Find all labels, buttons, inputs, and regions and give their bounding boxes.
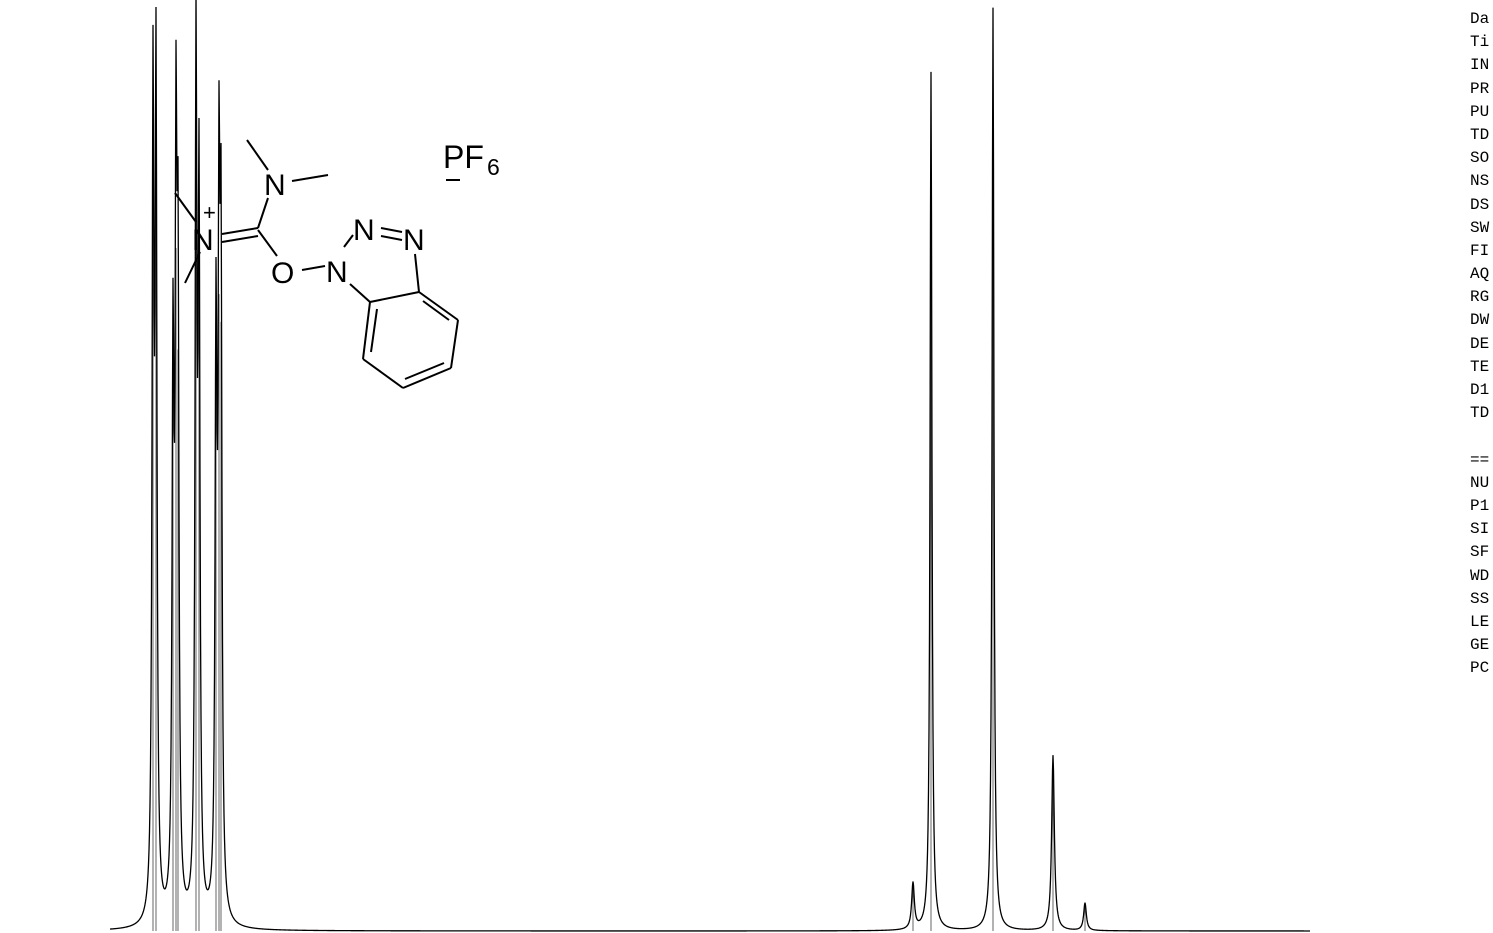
ring-bond xyxy=(402,367,452,389)
methyl-bond xyxy=(246,139,269,171)
ring-bond xyxy=(450,319,459,369)
ring-bond xyxy=(349,283,371,303)
parameter-line: AQ xyxy=(1470,265,1490,284)
atom-n1: N xyxy=(326,256,348,289)
bond-n-c xyxy=(257,197,269,229)
parameter-line: SI xyxy=(1470,520,1490,539)
parameter-gap xyxy=(1470,425,1493,448)
parameter-line: WD xyxy=(1470,566,1490,585)
parameter-line: FI xyxy=(1470,241,1490,260)
parameter-line: NU xyxy=(1470,473,1490,492)
parameter-line: TD xyxy=(1470,125,1490,144)
atom-labels: N N + O N N N xyxy=(192,169,425,290)
ring-bond-inner xyxy=(370,308,378,353)
parameter-line: GE xyxy=(1470,636,1490,655)
parameter-line: SW xyxy=(1470,218,1490,237)
parameter-line: TD xyxy=(1470,404,1490,423)
positive-charge: + xyxy=(203,200,216,225)
parameter-line: RG xyxy=(1470,288,1490,307)
parameter-line: == xyxy=(1470,450,1490,469)
parameter-line: D1 xyxy=(1470,381,1490,399)
parameter-line: PC xyxy=(1470,659,1490,678)
counterion-subscript: 6 xyxy=(487,154,500,180)
parameter-line: P1 xyxy=(1470,496,1490,515)
atom-oxygen: O xyxy=(271,257,294,290)
double-bond xyxy=(221,227,259,235)
parameter-line: NS xyxy=(1470,172,1490,191)
ring-bond xyxy=(414,253,420,293)
counterion-label: PF xyxy=(443,139,484,175)
parameter-line: PR xyxy=(1470,79,1490,98)
parameter-line: DW xyxy=(1470,311,1490,330)
parameter-line: Da xyxy=(1470,10,1490,28)
ring-bond xyxy=(362,301,371,360)
bond-o-n xyxy=(301,265,326,271)
atom-n-dimethyl: N xyxy=(264,169,286,202)
parameter-line: TE xyxy=(1470,357,1490,376)
parameter-line: SS xyxy=(1470,589,1490,608)
parameter-line: PU xyxy=(1470,102,1490,121)
parameter-line: SF xyxy=(1470,543,1490,562)
double-bond xyxy=(380,227,403,233)
parameter-line: LE xyxy=(1470,612,1490,631)
ring-bond-inner xyxy=(404,362,445,380)
bond-c-o xyxy=(257,229,278,257)
parameter-line: IN xyxy=(1470,56,1490,75)
spectrum-trace xyxy=(109,0,1310,932)
parameter-line: SO xyxy=(1470,149,1490,168)
atom-n3: N xyxy=(403,224,425,257)
parameter-line: Ti xyxy=(1470,33,1490,52)
parameter-line: DS xyxy=(1470,195,1490,214)
parameter-line: DE xyxy=(1470,334,1490,353)
ring-bond-inner xyxy=(422,300,450,321)
double-bond xyxy=(221,235,259,243)
ring-bond xyxy=(369,291,420,303)
bond-n-n xyxy=(343,234,354,248)
double-bond xyxy=(380,235,403,241)
ring-bond xyxy=(418,291,459,321)
atom-n2: N xyxy=(353,214,375,247)
ring-bond xyxy=(362,358,404,389)
counterion: PF 6 xyxy=(443,139,500,181)
molecule-structure xyxy=(174,139,459,389)
methyl-bond xyxy=(291,174,329,182)
